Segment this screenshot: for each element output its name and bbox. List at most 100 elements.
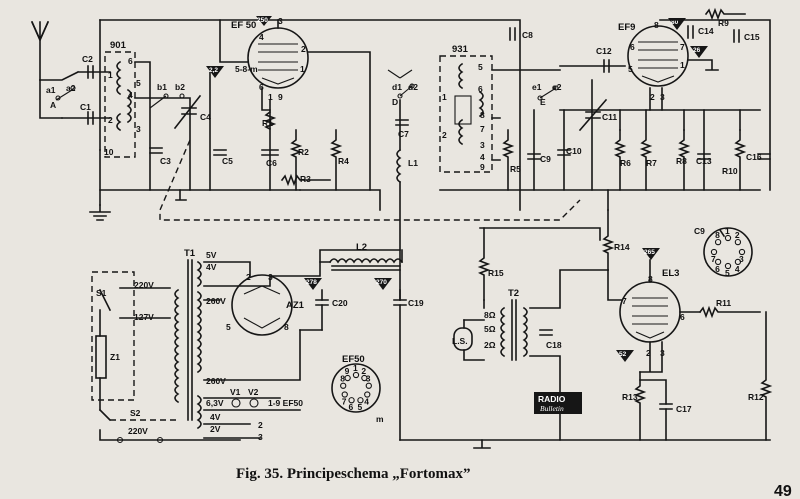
capacitor-c8: C8: [509, 27, 533, 41]
svg-text:3: 3: [480, 140, 485, 150]
resistor-r9: R9: [704, 7, 746, 28]
el3-socket-pin-7: [710, 248, 718, 256]
ef50-socket-pin-label: 2: [361, 366, 366, 376]
svg-text:5: 5: [478, 62, 483, 72]
svg-text:8: 8: [654, 20, 659, 30]
svg-text:80: 80: [671, 19, 679, 26]
tube-az1: [231, 274, 293, 336]
coil-901-box: [104, 51, 136, 158]
voltage-marker-2-2: 2,2: [206, 66, 224, 78]
capacitor-c9: C9: [527, 153, 551, 164]
svg-text:2: 2: [442, 130, 447, 140]
ef50-socket-pin-6: [348, 397, 355, 404]
svg-text:d2: d2: [408, 82, 418, 92]
ef50-socket-pin-4: [364, 391, 371, 398]
svg-text:278: 278: [306, 279, 317, 286]
coil-901-label: 901: [110, 40, 127, 51]
svg-text:5: 5: [136, 78, 141, 88]
capacitor-c11: C11: [578, 98, 617, 132]
svg-text:6: 6: [630, 42, 635, 52]
el3-socket-pin-label: 7: [711, 254, 716, 264]
svg-text:4V: 4V: [206, 262, 217, 272]
svg-text:RADIO: RADIO: [538, 394, 566, 404]
svg-text:R3: R3: [300, 174, 311, 184]
ef50-socket-pin-9: [344, 374, 351, 382]
el3-socket-pin-3: [738, 248, 746, 256]
svg-text:C6: C6: [266, 158, 277, 168]
resistor-r11: R11: [698, 298, 761, 319]
c9-mark: C9: [694, 226, 705, 236]
svg-text:5: 5: [628, 64, 633, 74]
svg-text:C18: C18: [546, 340, 562, 350]
coil-931: [454, 62, 484, 146]
capacitor-c17: C17: [659, 403, 692, 414]
ef50-socket-title: EF50: [342, 354, 365, 365]
svg-text:d1: d1: [392, 82, 402, 92]
svg-text:6,3V: 6,3V: [206, 398, 224, 408]
radio-bulletin-badge: RADIO Bulletin: [534, 392, 582, 414]
resistor-r1: R1: [262, 110, 277, 131]
svg-text:R11: R11: [716, 298, 731, 308]
contact-a1-label: a1: [46, 85, 56, 95]
svg-text:C2: C2: [82, 54, 93, 64]
el3-socket-pin-label: 5: [725, 268, 730, 278]
resistor-r12: R12: [748, 311, 773, 441]
ef50-socket-pin-2: [361, 374, 368, 382]
capacitor-c15: C15: [733, 29, 760, 43]
capacitor-c3: C3: [149, 147, 171, 166]
transformer-t1: [174, 259, 202, 430]
svg-text:C8: C8: [522, 30, 533, 40]
svg-text:5: 5: [226, 322, 231, 332]
el3-socket-pin-label: 8: [715, 230, 720, 240]
svg-text:7: 7: [622, 296, 627, 306]
capacitor-c1: C1: [80, 102, 94, 125]
svg-text:127V: 127V: [134, 312, 154, 322]
resistor-r7: R7: [639, 109, 657, 191]
ef50-socket-pin-label: 5: [357, 402, 362, 412]
capacitor-c5: C5: [213, 149, 233, 166]
svg-text:C14: C14: [698, 26, 714, 36]
el3-label: EL3: [662, 268, 679, 279]
svg-text:3: 3: [268, 272, 273, 282]
ef50-socket-pin-3: [365, 382, 372, 389]
svg-text:2: 2: [108, 115, 113, 125]
resistor-r14: R14: [601, 209, 630, 271]
voltage-marker-26: 26: [690, 46, 708, 58]
svg-text:R13: R13: [622, 392, 638, 402]
svg-text:R7: R7: [646, 158, 657, 168]
svg-text:R5: R5: [510, 164, 521, 174]
capacitor-c14: C14: [687, 25, 714, 39]
svg-text:S2: S2: [130, 408, 141, 418]
svg-text:C3: C3: [160, 156, 171, 166]
ef9-label: EF9: [618, 22, 635, 33]
svg-text:52: 52: [619, 351, 627, 358]
choke-l2: [328, 258, 404, 271]
contact-b2-label: b2: [175, 82, 185, 92]
capacitor-c19: C19: [393, 298, 424, 308]
voltage-marker-278: 278: [304, 278, 322, 290]
el3-socket-pin-5: [724, 262, 732, 270]
svg-text:260V: 260V: [206, 376, 226, 386]
svg-text:6: 6: [680, 312, 685, 322]
svg-text:1: 1: [300, 64, 305, 74]
el3-socket-pin-label: 4: [735, 264, 740, 274]
voltage-marker-250: 250: [256, 16, 272, 26]
svg-text:2: 2: [646, 348, 651, 358]
resistor-r6: R6: [613, 129, 631, 191]
ef50-socket-pin-8: [340, 382, 347, 389]
capacitor-c2: C2: [82, 54, 94, 79]
el3-socket: [703, 227, 753, 277]
svg-text:1: 1: [442, 92, 447, 102]
ef50-socket-pin-1: [352, 371, 360, 379]
svg-text:m: m: [376, 414, 384, 424]
el3-socket-pin-label: 3: [739, 254, 744, 264]
fuse-z1: Z1: [95, 335, 120, 379]
svg-text:9: 9: [278, 92, 283, 102]
svg-text:2Ω: 2Ω: [484, 340, 496, 350]
svg-text:R9: R9: [718, 18, 729, 28]
contact-A-label: A: [50, 100, 56, 110]
voltage-marker-265: 265: [642, 248, 660, 260]
ef50-socket-pin-label: 7: [342, 397, 347, 407]
